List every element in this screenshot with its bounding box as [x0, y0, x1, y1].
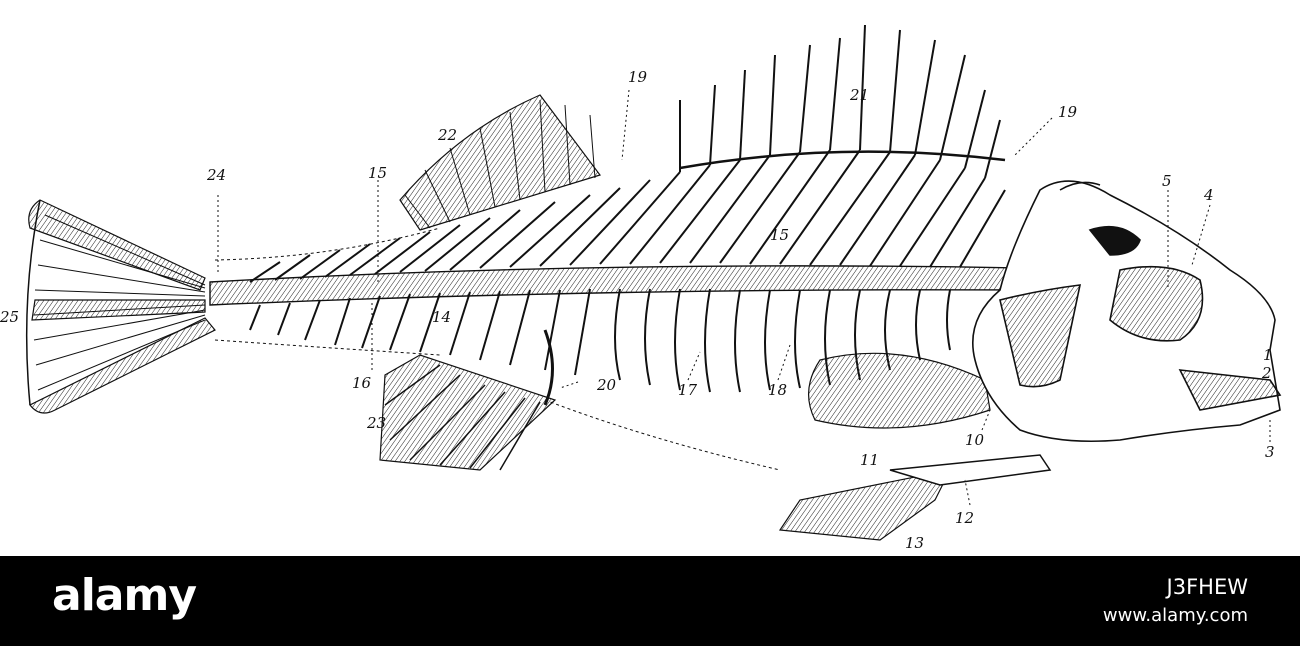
pelvic-fin — [778, 454, 1052, 541]
label-1: 1 — [1263, 346, 1273, 364]
label-17: 17 — [678, 381, 698, 399]
label-25: 25 — [0, 308, 19, 326]
label-10: 10 — [965, 431, 985, 449]
ribs — [249, 288, 951, 393]
fish-skeleton-drawing: 1 2 3 4 5 10 11 12 13 14 15 15 16 17 18 … — [0, 24, 1282, 552]
label-2: 2 — [1261, 364, 1272, 382]
label-13: 13 — [905, 534, 924, 552]
label-18: 18 — [768, 381, 787, 399]
alamy-logo: alamy — [52, 570, 197, 621]
label-11: 11 — [860, 451, 879, 469]
skull — [972, 180, 1282, 443]
label-15b: 15 — [770, 226, 789, 244]
label-19a: 19 — [628, 68, 648, 86]
label-19b: 19 — [1058, 103, 1078, 121]
label-22: 22 — [437, 126, 457, 144]
label-23: 23 — [366, 414, 386, 432]
label-24: 24 — [206, 166, 226, 184]
spiny-dorsal-fin — [679, 24, 1006, 179]
label-4: 4 — [1203, 186, 1214, 204]
watermark-url: www.alamy.com — [1102, 605, 1248, 626]
watermark-bar: alamy J3FHEW www.alamy.com — [0, 556, 1300, 646]
fish-skeleton-figure: 1 2 3 4 5 10 11 12 13 14 15 15 16 17 18 … — [0, 24, 1282, 552]
label-5: 5 — [1162, 172, 1172, 190]
caudal-fin — [25, 199, 216, 414]
label-12: 12 — [955, 509, 974, 527]
pectoral-fin — [807, 352, 991, 429]
label-21: 21 — [849, 86, 869, 104]
neural-spines — [249, 149, 1006, 283]
labels: 1 2 3 4 5 10 11 12 13 14 15 15 16 17 18 … — [0, 68, 1275, 552]
soft-dorsal-fin — [399, 94, 601, 231]
body-outline — [214, 227, 781, 471]
image-id: J3FHEW — [1166, 575, 1248, 599]
label-20: 20 — [596, 376, 617, 394]
leader-lines — [217, 89, 1271, 506]
label-15a: 15 — [368, 164, 387, 182]
label-14: 14 — [432, 308, 451, 326]
label-16: 16 — [352, 374, 372, 392]
anal-fin — [379, 329, 557, 471]
label-3: 3 — [1265, 443, 1275, 461]
